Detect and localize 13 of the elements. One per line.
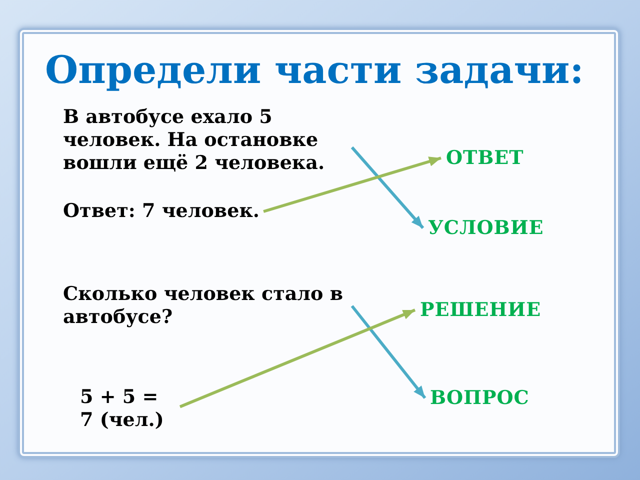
problem-text: В автобусе ехало 5 человек. На остановке вошли ещё 2 человека.: [63, 106, 348, 175]
category-label: РЕШЕНИЕ: [420, 298, 542, 322]
arrow: [350, 146, 424, 229]
category-label: ОТВЕТ: [446, 146, 524, 170]
slide-title: Определи части задачи:: [45, 46, 584, 94]
arrow: [179, 308, 416, 408]
question-text: Сколько человек стало в автобусе?: [63, 283, 348, 329]
arrow: [350, 305, 426, 399]
solution-text: 5 + 5 = 7 (чел.): [80, 386, 176, 432]
category-label: УСЛОВИЕ: [428, 216, 544, 240]
category-label: ВОПРОС: [430, 386, 530, 410]
answer-text: Ответ: 7 человек.: [63, 200, 260, 223]
arrow: [263, 156, 442, 213]
